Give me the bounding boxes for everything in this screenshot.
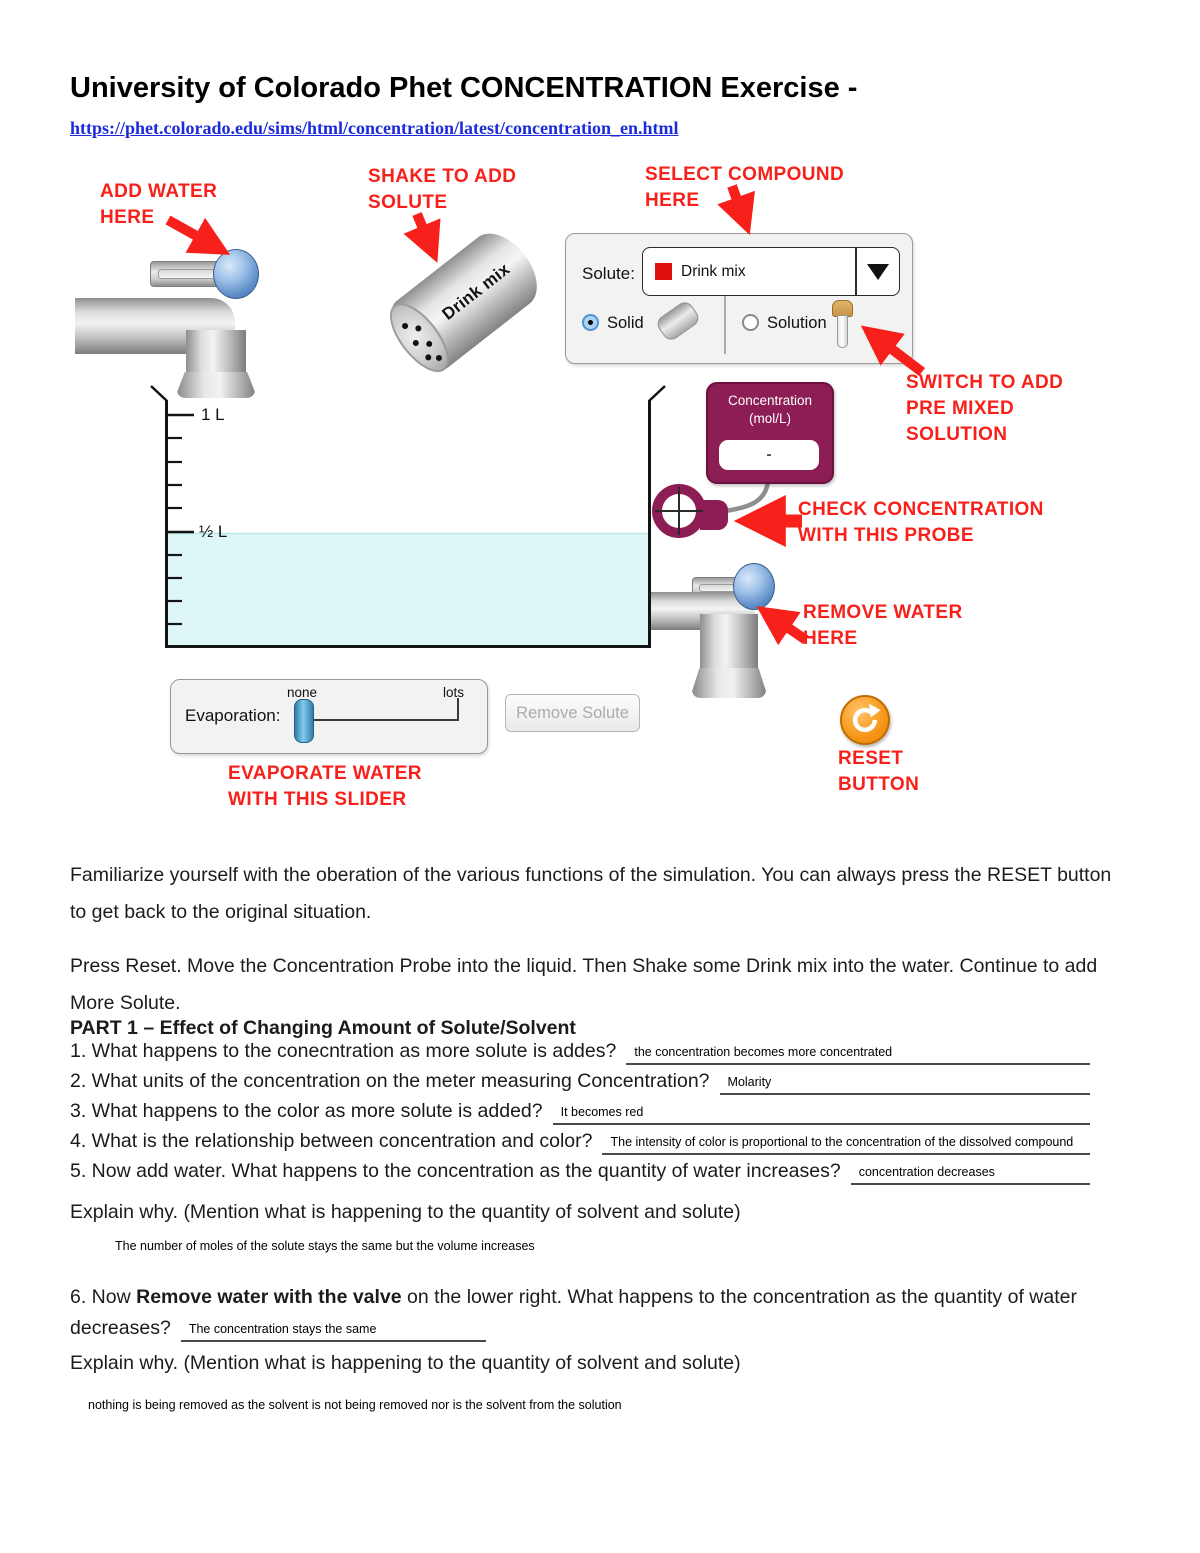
- question-6-line2: decreases? The concentration stays the s…: [70, 1310, 1090, 1342]
- slider-lots-label: lots: [443, 685, 465, 700]
- solute-label: Solute:: [582, 264, 635, 283]
- meter-readout: -: [719, 440, 819, 470]
- output-faucet-knob[interactable]: [733, 563, 775, 610]
- output-faucet-pipe-vertical: [700, 614, 758, 672]
- note-reset: RESET BUTTON: [838, 748, 920, 795]
- instructions-paragraph: Press Reset. Move the Concentration Prob…: [70, 955, 1098, 1014]
- answer-6-explain: nothing is being removed as the solvent …: [88, 1398, 622, 1412]
- answer-5-explain: The number of moles of the solute stays …: [115, 1239, 535, 1253]
- remove-solute-button[interactable]: Remove Solute: [505, 694, 640, 732]
- question-6-pre: 6. Now: [70, 1286, 137, 1308]
- solute-color-swatch: [655, 263, 672, 280]
- evaporation-slider-handle[interactable]: [294, 699, 314, 743]
- reset-button[interactable]: [840, 695, 890, 745]
- answer-1: the concentration becomes more concentra…: [626, 1045, 1090, 1065]
- answer-6: The concentration stays the same: [180, 1322, 486, 1342]
- note-evaporate: EVAPORATE WATER WITH THIS SLIDER: [228, 763, 422, 810]
- answer-3: It becomes red: [552, 1105, 1090, 1125]
- solid-label: Solid: [607, 314, 644, 332]
- question-6-decreases: decreases?: [70, 1317, 171, 1339]
- question-row: 5. Now add water. What happens to the co…: [70, 1155, 1090, 1185]
- slider-none-label: none: [287, 685, 318, 700]
- intro-paragraph: Familiarize yourself with the oberation …: [70, 864, 1112, 923]
- concentration-meter[interactable]: Concentration (mol/L) -: [706, 382, 834, 484]
- question-row: 2. What units of the concentration on th…: [70, 1065, 1090, 1095]
- page-title: University of Colorado Phet CONCENTRATIO…: [70, 72, 858, 104]
- evaporation-label: Evaporation:: [185, 706, 281, 725]
- answer-4: The intensity of color is proportional t…: [602, 1135, 1090, 1155]
- solute-dropdown[interactable]: Drink mix: [642, 247, 900, 296]
- question-6-line1: 6. Now Remove water with the valve on th…: [70, 1281, 1115, 1313]
- dropper-tube-icon: [837, 315, 848, 348]
- explain-why-6: Explain why. (Mention what is happening …: [70, 1352, 741, 1374]
- note-remove-water: REMOVE WATER HERE: [803, 602, 963, 649]
- question-3: 3. What happens to the color as more sol…: [70, 1100, 543, 1122]
- concentration-probe[interactable]: [652, 484, 706, 538]
- question-4: 4. What is the relationship between conc…: [70, 1130, 593, 1152]
- input-faucet-spout: [177, 372, 255, 398]
- question-row: 4. What is the relationship between conc…: [70, 1125, 1090, 1155]
- answer-5: concentration decreases: [850, 1165, 1090, 1185]
- question-row: 3. What happens to the color as more sol…: [70, 1095, 1090, 1125]
- answer-2: Molarity: [719, 1075, 1090, 1095]
- solute-panel: Solute: Drink mix Solid Solution: [565, 233, 913, 364]
- evaporation-slider-track-end: [457, 698, 459, 721]
- solid-shaker-icon: [654, 298, 702, 344]
- question-6-bold: Remove water with the valve: [136, 1286, 402, 1308]
- meter-units: (mol/L): [748, 411, 791, 426]
- evaporation-panel: Evaporation: none lots: [170, 679, 488, 754]
- phet-link[interactable]: https://phet.colorado.edu/sims/html/conc…: [70, 118, 679, 138]
- note-select-compound: SELECT COMPOUND HERE: [645, 164, 845, 211]
- reset-arrow-icon: [852, 703, 881, 733]
- solution-radio[interactable]: [742, 314, 759, 331]
- note-shake: SHAKE TO ADD SOLUTE: [368, 166, 517, 213]
- question-row: 1. What happens to the conecntration as …: [70, 1035, 1090, 1065]
- question-5: 5. Now add water. What happens to the co…: [70, 1160, 841, 1182]
- solid-radio[interactable]: [582, 314, 599, 331]
- remove-solute-label: Remove Solute: [516, 703, 629, 722]
- beaker-graphic: [150, 385, 771, 648]
- beaker-tick-label-1l: 1 L: [201, 405, 225, 424]
- panel-divider: [724, 296, 726, 354]
- solute-selected: Drink mix: [681, 262, 746, 280]
- question-6-post: on the lower right. What happens to the …: [401, 1286, 1077, 1308]
- dropdown-separator: [855, 248, 857, 295]
- dropdown-arrow-icon: [867, 263, 889, 280]
- input-faucet-pipe-vertical: [186, 330, 246, 374]
- note-switch-premixed: SWITCH TO ADD PRE MIXED SOLUTION: [906, 372, 1064, 445]
- solution-label: Solution: [767, 314, 827, 332]
- output-faucet-spout: [692, 668, 766, 698]
- input-faucet-knob[interactable]: [213, 249, 259, 299]
- question-1: 1. What happens to the conecntration as …: [70, 1040, 617, 1062]
- part1-heading: PART 1 – Effect of Changing Amount of So…: [70, 1017, 576, 1039]
- explain-why-5: Explain why. (Mention what is happening …: [70, 1201, 741, 1223]
- evaporation-slider-track: [311, 719, 459, 721]
- question-2: 2. What units of the concentration on th…: [70, 1070, 710, 1092]
- note-check-probe: CHECK CONCENTRATION WITH THIS PROBE: [798, 499, 1044, 546]
- note-add-water: ADD WATER HERE: [100, 181, 218, 228]
- meter-title: Concentration: [727, 393, 813, 408]
- beaker-tick-label-half: ½ L: [199, 522, 228, 541]
